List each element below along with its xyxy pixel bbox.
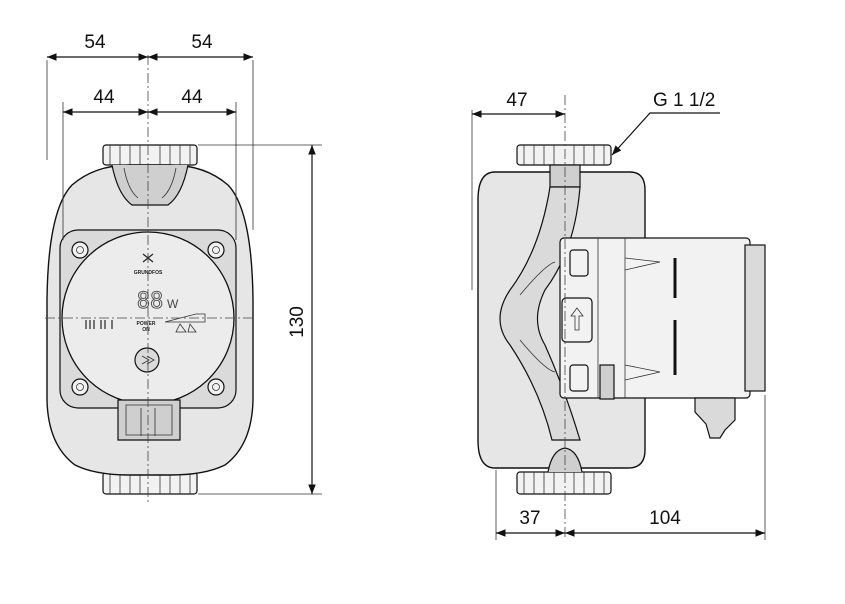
cable-clip [694,397,736,439]
power-readout: 88 [137,289,164,314]
power-unit: W [167,297,179,311]
front-view: GRUNDFOS 88 W POWER ON [46,144,254,495]
dim-44-right: 44 [181,87,203,108]
power-label: POWER [137,321,156,327]
front-dimensions: 54 54 44 44 130 [46,32,322,495]
dim-37: 37 [519,508,540,529]
side-view [477,144,766,495]
dim-44-left: 44 [93,87,115,108]
dim-54-left: 54 [84,32,106,53]
dim-130: 130 [287,306,308,338]
flow-direction-icon [561,297,593,343]
dim-104: 104 [649,508,681,529]
mode-button[interactable] [134,347,160,373]
side-dimensions: 47 37 104 G 1 1/2 [471,90,766,540]
mode-indicators [85,320,113,329]
pressure-mode-icons [164,313,206,333]
screw-icons [71,241,225,396]
dim-54-right: 54 [191,32,213,53]
front-top-connector [102,144,198,166]
dim-47: 47 [506,90,527,111]
thread-label: G 1 1/2 [653,90,715,111]
power-on-label: ON [142,327,150,333]
